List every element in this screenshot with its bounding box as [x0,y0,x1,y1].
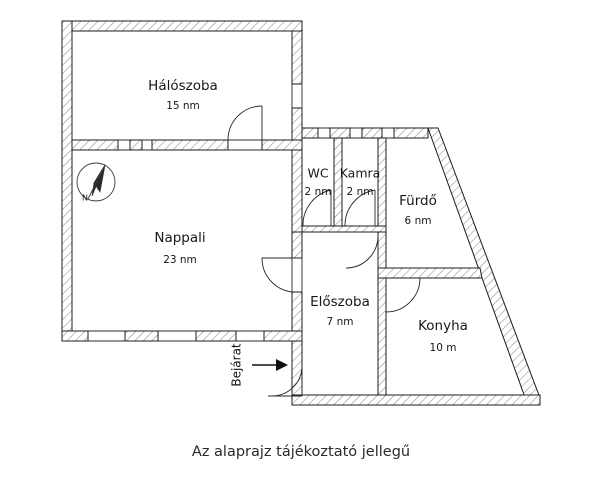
wall-wc-kamra-bottom-body [301,225,387,233]
door-opening-eloszoba [291,258,303,292]
room-name-konyha: Konyha [418,318,468,334]
wall-exterior-diagonal [427,127,541,404]
wall-service-top-seg2 [329,127,351,139]
window-nappali-3 [236,330,264,342]
room-labels-group: Hálószoba 15 nm Nappali 23 nm WC 2 nm Ka… [148,78,468,354]
wall-nappali-east-mid [291,231,303,259]
window-furdo-top [382,127,394,139]
room-label-eloszoba: Előszoba 7 nm [310,294,370,328]
compass-label: N [82,194,88,203]
room-area-furdo: 6 nm [405,215,432,227]
wall-exterior-bottom [291,394,541,406]
compass-north-icon: N [76,162,116,203]
doors-group [227,105,421,397]
door-arc-kamra [344,189,376,227]
window-nappali-1 [88,330,125,342]
wall-halo-east-lower [291,107,303,141]
wall-service-top-seg1 [301,127,319,139]
wall-wc-kamra-divider [333,137,343,227]
entrance-arrow-head [276,359,288,371]
room-name-nappali: Nappali [154,230,205,246]
wall-exterior-left [61,20,73,332]
wall-kamra-furdo-divider [377,137,387,227]
window-kamra-top [350,127,362,139]
wall-service-top-seg4 [393,127,429,139]
wall-halo-nappali-seg4 [261,139,303,151]
entrance-marker: Bejárat [230,343,288,387]
room-area-wc: 2 nm [305,186,332,198]
door-opening-halo [228,139,262,151]
wall-halo-nappali-seg3 [151,139,229,151]
room-name-halo: Hálószoba [148,78,218,94]
wall-service-top-seg3 [361,127,383,139]
room-name-kamra: Kamra [340,166,381,181]
door-arc-furdo [345,235,379,269]
wall-eloszoba-east-upper [377,231,387,269]
wall-furdo-konyha-divider [377,267,483,279]
door-arc-entrance [271,365,303,397]
walls-group [61,20,541,406]
wall-halo-east-upper [291,30,303,85]
door-arc-wc [302,189,332,227]
window-halo-nappali-1 [118,139,130,151]
wall-halo-nappali-seg1 [71,139,119,151]
door-arc-konyha [385,277,421,313]
room-label-kamra: Kamra 2 nm [340,166,381,199]
wall-nappali-south-seg1 [61,330,89,342]
room-name-furdo: Fürdő [399,193,437,209]
room-area-kamra: 2 nm [347,186,374,198]
door-arc-halo [227,105,263,141]
room-area-konyha: 10 m [430,342,457,354]
wall-nappali-south-seg3 [195,330,237,342]
room-area-halo: 15 nm [166,100,200,112]
wall-exterior-top [62,20,303,32]
wall-nappali-south-seg2 [124,330,159,342]
room-label-wc: WC 2 nm [305,166,332,199]
room-name-wc: WC [307,166,328,181]
room-label-nappali: Nappali 23 nm [154,230,205,266]
wall-nappali-east-upper [291,149,303,233]
window-nappali-2 [158,330,196,342]
door-arc-eloszoba [261,257,293,293]
room-label-halo: Hálószoba 15 nm [148,78,218,112]
room-name-eloszoba: Előszoba [310,294,370,310]
wall-halo-nappali-seg2 [129,139,143,151]
plan-caption: Az alaprajz tájékoztató jellegű [192,444,410,460]
window-halo-nappali-2 [142,139,152,151]
entrance-label: Bejárat [230,343,244,387]
wall-nappali-south-seg4 [263,330,303,342]
window-wc-top [318,127,330,139]
room-label-furdo: Fürdő 6 nm [399,193,437,227]
room-label-konyha: Konyha 10 m [418,318,468,354]
room-area-nappali: 23 nm [163,254,197,266]
room-area-eloszoba: 7 nm [327,316,354,328]
window-halo-east [291,84,303,108]
wall-eloszoba-east-lower [377,277,387,396]
